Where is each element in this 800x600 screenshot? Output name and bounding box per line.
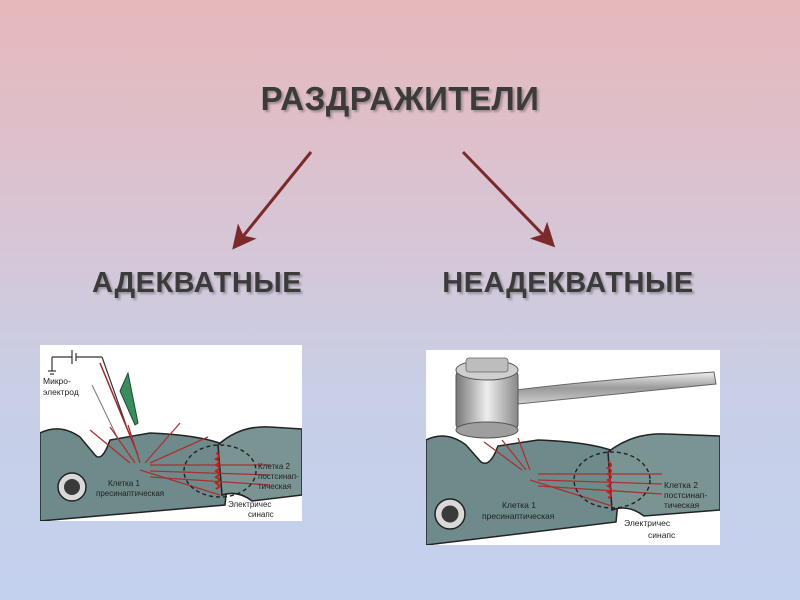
- cell-2-label-3: тическая: [664, 500, 700, 510]
- inadequate-stimulus-illustration: Клетка 2 постсинап- тическая Клетка 1 пр…: [426, 350, 720, 545]
- cell-2-label-3: тическая: [258, 482, 291, 491]
- adequate-label: АДЕКВАТНЫЕ: [82, 267, 312, 300]
- adequate-stimulus-illustration: Микро- электрод: [40, 345, 302, 521]
- inadequate-label: НЕАДЕКВАТНЫЕ: [418, 267, 718, 300]
- synapse-label-1: Электричес: [228, 500, 271, 509]
- electrode-label-2: электрод: [43, 387, 79, 397]
- arrow-to-adequate: [236, 152, 311, 245]
- cell-1-label-1: Клетка 1: [502, 500, 536, 510]
- meat-hammer-icon: [456, 358, 716, 438]
- arrow-to-inadequate: [463, 152, 551, 243]
- cell-1-label-2: пресинаптическая: [482, 511, 555, 521]
- cell-2-label-2: постсинап-: [664, 490, 707, 500]
- electrode-label-1: Микро-: [43, 376, 71, 386]
- cell-2-label-1: Клетка 2: [258, 462, 291, 471]
- cell-2-label-2: постсинап-: [258, 472, 299, 481]
- nucleus-icon: [58, 473, 86, 501]
- cell-2-label-1: Клетка 2: [664, 480, 698, 490]
- synapse-label-2: синапс: [648, 530, 676, 540]
- cell-1-label-1: Клетка 1: [108, 479, 141, 488]
- nucleus-icon: [435, 499, 465, 529]
- cell-1-label-2: пресинаптическая: [96, 489, 164, 498]
- synapse-label-2: синапс: [248, 510, 274, 519]
- synapse-label-1: Электричес: [624, 518, 671, 528]
